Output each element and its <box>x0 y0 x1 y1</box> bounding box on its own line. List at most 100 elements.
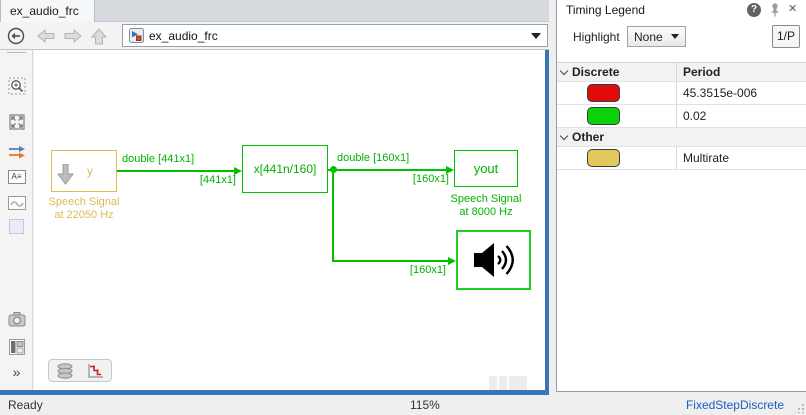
table-row[interactable]: 0.02 <box>557 105 806 128</box>
back-button[interactable] <box>36 28 58 44</box>
signal-1-dim-label: [441x1] <box>199 174 236 186</box>
up-to-parent-button[interactable] <box>90 28 112 45</box>
zoom-magnifier-icon <box>8 77 25 95</box>
source-block-label: y <box>87 164 93 178</box>
zoom-level: 115% <box>410 398 440 412</box>
sample-time-legend-toggle-button[interactable] <box>80 360 111 381</box>
step-plot-icon <box>88 363 103 378</box>
rate-color-swatch[interactable] <box>587 84 620 102</box>
library-browser-button[interactable] <box>7 338 26 356</box>
image-icon <box>7 196 26 210</box>
diagram-canvas[interactable]: y Speech Signal at 22050 Hz double [441x… <box>34 50 545 390</box>
more-tools-button[interactable]: » <box>7 363 26 381</box>
pin-icon[interactable] <box>769 2 781 17</box>
library-icon <box>8 339 25 355</box>
highlight-label: Highlight <box>573 30 620 44</box>
help-icon[interactable]: ? <box>747 3 761 17</box>
annotation-icon: A≡ <box>7 170 26 184</box>
canvas-toggle-group <box>48 359 112 382</box>
signal-line-branch-vertical[interactable] <box>332 169 334 262</box>
other-header-label: Other <box>572 130 605 144</box>
table-row[interactable]: 45.3515e-006 <box>557 82 806 105</box>
fit-to-view-button[interactable] <box>7 113 26 131</box>
viewmark-button[interactable] <box>7 310 26 328</box>
address-dropdown-caret-icon[interactable] <box>531 32 541 39</box>
editor-toolbar: ex_audio_frc <box>0 22 549 50</box>
model-badge-icon <box>129 28 144 43</box>
camera-icon <box>8 311 25 326</box>
tab-label: ex_audio_frc <box>10 4 79 18</box>
panel-title: Timing Legend <box>566 3 645 17</box>
area-icon <box>9 218 24 234</box>
tab-bar: ex_audio_frc <box>0 0 549 22</box>
signal-line-branch-horizontal[interactable] <box>332 260 448 262</box>
zoom-region-button[interactable] <box>7 77 26 95</box>
image-button[interactable] <box>7 194 26 212</box>
data-store-toggle-button[interactable] <box>49 360 80 381</box>
highlight-dropdown-value: None <box>634 29 663 44</box>
audio-output-block[interactable] <box>456 230 531 290</box>
period-value: Multirate <box>683 151 730 165</box>
tab-ex-audio-frc[interactable]: ex_audio_frc <box>0 0 95 22</box>
period-frequency-toggle-button[interactable]: 1/P <box>772 25 800 48</box>
rate-color-swatch[interactable] <box>587 149 620 167</box>
back-arrow-icon <box>37 28 55 44</box>
area-button[interactable] <box>7 217 26 235</box>
timing-legend-table: Discrete Period 45.3515e-006 0.02 Other <box>557 62 806 170</box>
signal-line-2[interactable] <box>328 169 446 171</box>
signal-arrowhead <box>448 257 456 265</box>
active-editor-border <box>0 390 549 395</box>
breadcrumb: ex_audio_frc <box>149 28 218 43</box>
period-value: 45.3515e-006 <box>683 86 758 100</box>
palette-sidebar: A≡ <box>0 50 33 390</box>
signal-arrowhead <box>234 167 242 175</box>
dual-arrows-icon <box>8 146 25 159</box>
forward-button[interactable] <box>63 28 85 44</box>
source-block-name[interactable]: Speech Signal at 22050 Hz <box>48 196 120 221</box>
discrete-header-label: Discrete <box>572 65 620 79</box>
other-section-header[interactable]: Other <box>557 128 806 147</box>
dropdown-caret-icon <box>671 34 679 39</box>
signal-2-dim-label: [160x1] <box>412 173 449 185</box>
rate-converter-label: x[441n/160] <box>253 162 317 176</box>
close-icon[interactable]: ✕ <box>788 3 798 15</box>
model-editor: ex_audio_frc <box>0 0 549 395</box>
from-workspace-arrow-icon <box>57 164 74 185</box>
timing-legend-panel: Timing Legend ? ✕ Highlight None 1/P Dis… <box>556 0 806 392</box>
collapse-chevron-icon[interactable] <box>559 66 569 75</box>
resize-grip[interactable] <box>795 404 804 413</box>
rate-color-swatch[interactable] <box>587 107 620 125</box>
circled-left-arrow-icon <box>7 27 25 45</box>
to-workspace-label: yout <box>473 161 499 176</box>
speaker-icon <box>473 243 514 277</box>
status-message: Ready <box>8 398 43 412</box>
collapse-chevron-icon[interactable] <box>559 131 569 140</box>
divider <box>7 52 26 53</box>
fit-to-view-icon <box>9 114 24 130</box>
canvas-watermark <box>489 376 527 390</box>
status-bar: Ready 115% FixedStepDiscrete <box>0 395 806 415</box>
table-row[interactable]: Multirate <box>557 147 806 170</box>
to-workspace-name[interactable]: Speech Signal at 8000 Hz <box>450 193 522 218</box>
active-editor-border <box>545 50 549 395</box>
hide-explorer-bar-button[interactable] <box>6 26 26 46</box>
highlight-dropdown[interactable]: None <box>627 26 686 47</box>
discrete-section-header[interactable]: Discrete Period <box>557 63 806 82</box>
signal-line-1[interactable] <box>117 170 235 172</box>
solver-name[interactable]: FixedStepDiscrete <box>685 398 784 412</box>
rate-converter-block[interactable]: x[441n/160] <box>242 145 328 193</box>
period-value: 0.02 <box>683 109 707 123</box>
to-workspace-block[interactable]: yout <box>454 150 518 187</box>
source-block[interactable]: y <box>51 150 117 192</box>
annotation-button[interactable]: A≡ <box>7 168 26 186</box>
route-lines-button[interactable] <box>7 143 26 161</box>
forward-arrow-icon <box>64 28 82 44</box>
model-address-bar[interactable]: ex_audio_frc <box>122 24 548 47</box>
signal-2-type-label: double [160x1] <box>337 152 410 164</box>
up-arrow-icon <box>90 28 108 45</box>
double-chevron-icon: » <box>12 364 21 380</box>
signal-1-type-label: double [441x1] <box>122 153 195 165</box>
stacked-disks-icon <box>57 362 72 379</box>
period-header-label: Period <box>683 65 721 79</box>
